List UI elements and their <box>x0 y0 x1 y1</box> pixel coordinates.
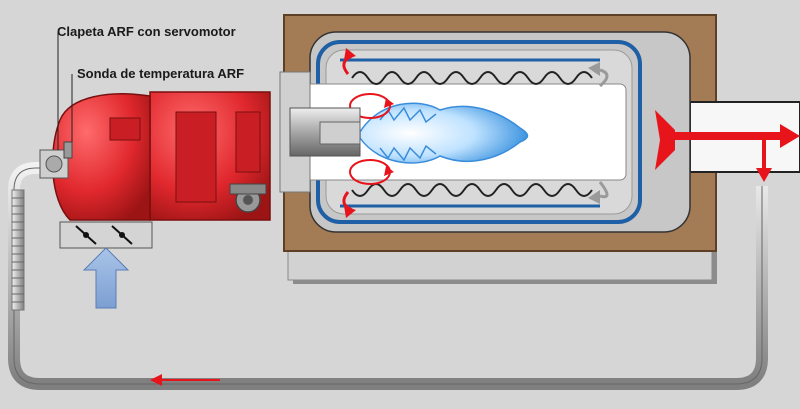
gas-connector <box>230 184 266 194</box>
nozzle-head <box>320 122 360 144</box>
damper-label: Clapeta ARF con servomotor <box>57 24 236 39</box>
flexible-hose <box>12 190 24 310</box>
air-damper-box[interactable] <box>60 222 152 248</box>
temperature-probe-icon <box>64 142 72 158</box>
control-panel <box>176 112 216 202</box>
damper-pivot-right <box>119 232 125 238</box>
servomotor-icon <box>46 156 62 172</box>
damper-pivot-left <box>83 232 89 238</box>
recirculation-takeoff-head <box>756 168 772 182</box>
motor-housing <box>236 112 260 172</box>
recirculation-takeoff <box>762 140 766 170</box>
probe-label: Sonda de temperatura ARF <box>77 66 244 81</box>
gas-valve-center <box>243 195 253 205</box>
furnace-plinth <box>288 248 712 280</box>
fan-cover <box>110 118 140 140</box>
air-inlet-arrow <box>84 248 128 308</box>
flue-gas-arrow-shaft <box>670 132 780 140</box>
